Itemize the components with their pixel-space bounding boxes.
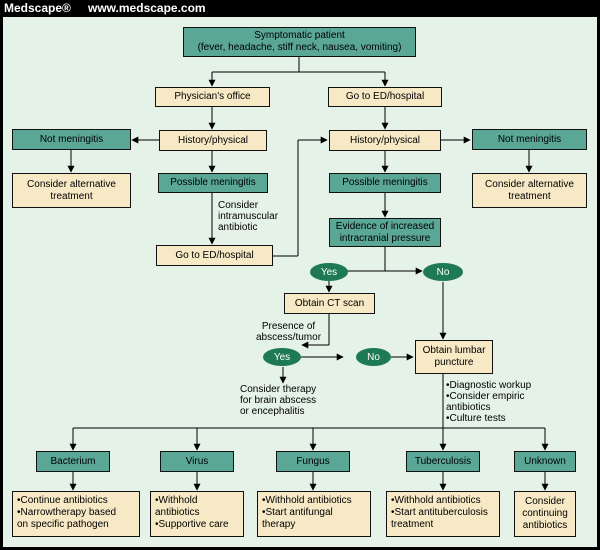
site-url: www.medscape.com xyxy=(88,1,206,15)
fungus-action-box: •Withhold antibiotics •Start antifungal … xyxy=(257,491,371,537)
not-meningitis-left-box: Not meningitis xyxy=(12,129,131,150)
decision-yes-icp: Yes xyxy=(310,263,348,281)
outcome-virus-box: Virus xyxy=(160,451,234,472)
go-to-ed-left-box: Go to ED/hospital xyxy=(156,245,273,266)
diagnostic-workup-note: •Diagnostic workup •Consider empiric ant… xyxy=(446,380,532,424)
abscess-tumor-note: Presence of abscess/tumor xyxy=(256,321,322,343)
possible-meningitis-right-box: Possible meningitis xyxy=(329,173,441,193)
physicians-office-box: Physician's office xyxy=(155,87,270,107)
intramuscular-antibiotic-note: Consider intramuscular antibiotic xyxy=(218,200,279,233)
history-physical-right-box: History/physical xyxy=(329,130,441,151)
alternative-treatment-left-box: Consider alternative treatment xyxy=(12,173,131,208)
decision-yes-abscess: Yes xyxy=(263,348,301,366)
possible-meningitis-left-box: Possible meningitis xyxy=(158,173,268,193)
brand-logo: Medscape® xyxy=(4,1,71,15)
tuberculosis-action-box: •Withhold antibiotics •Start antitubercu… xyxy=(386,491,500,537)
intracranial-pressure-box: Evidence of increased intracranial press… xyxy=(329,218,441,247)
obtain-ct-scan-box: Obtain CT scan xyxy=(284,293,375,314)
unknown-action-box: Consider continuing antibiotics xyxy=(514,491,576,537)
outcome-unknown-box: Unknown xyxy=(514,451,576,472)
outcome-tuberculosis-box: Tuberculosis xyxy=(406,451,480,472)
not-meningitis-right-box: Not meningitis xyxy=(472,129,587,150)
history-physical-left-box: History/physical xyxy=(159,130,267,151)
outcome-bacterium-box: Bacterium xyxy=(36,451,110,472)
brain-abscess-therapy-note: Consider therapy for brain abscess or en… xyxy=(240,384,317,417)
go-to-ed-top-box: Go to ED/hospital xyxy=(328,87,442,107)
obtain-lumbar-puncture-box: Obtain lumbar puncture xyxy=(415,340,493,374)
outcome-fungus-box: Fungus xyxy=(276,451,350,472)
bacterium-action-box: •Continue antibiotics •Narrowtherapy bas… xyxy=(12,491,140,537)
alternative-treatment-right-box: Consider alternative treatment xyxy=(472,173,587,208)
symptomatic-patient-box: Symptomatic patient (fever, headache, st… xyxy=(183,27,416,57)
decision-no-icp: No xyxy=(423,263,463,281)
header-bar: Medscape® www.medscape.com xyxy=(0,0,600,16)
decision-no-abscess: No xyxy=(356,348,391,366)
virus-action-box: •Withhold antibiotics •Supportive care xyxy=(150,491,244,537)
